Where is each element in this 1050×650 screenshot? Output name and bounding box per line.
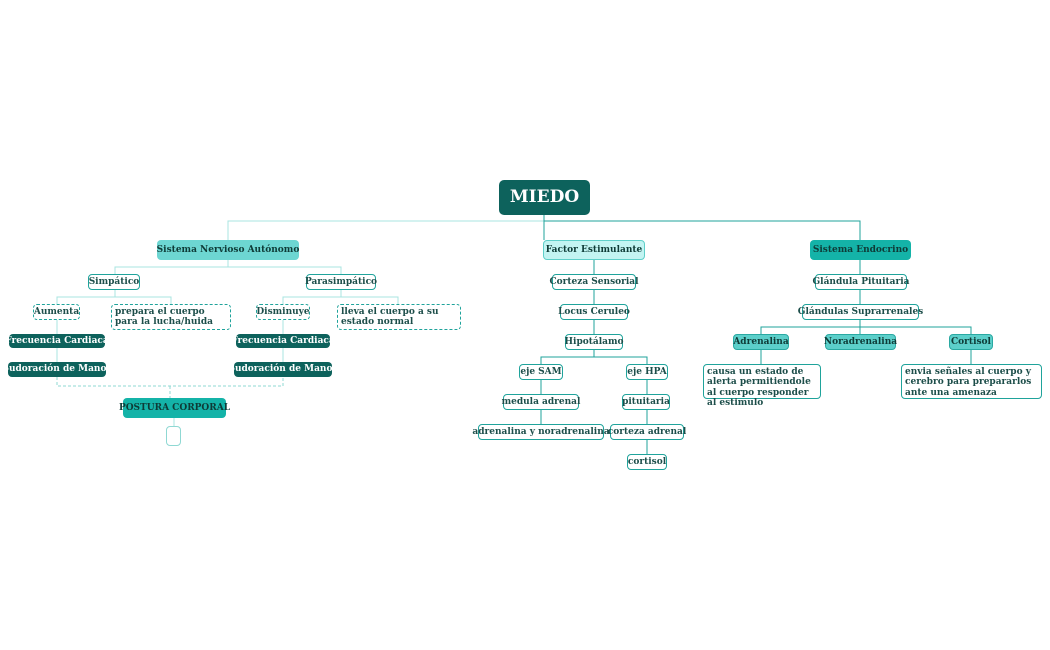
node-adrenalina[interactable]: Adrenalina [733, 334, 789, 350]
node-noradrenalina[interactable]: Noradrenalina [824, 334, 897, 350]
node-factor-estimulante[interactable]: Factor Estimulante [543, 240, 645, 260]
node-cortisol-desc[interactable]: envia señales al cuerpo y cerebro para p… [901, 364, 1042, 399]
node-adrenalina-noradrenalina[interactable]: adrenalina y noradrenalina [472, 424, 610, 440]
node-simpatico[interactable]: Simpático [88, 274, 140, 290]
node-pituitaria[interactable]: pituitaria [622, 394, 670, 410]
node-locus-ceruleo[interactable]: Locus Ceruleo [558, 304, 630, 320]
node-empty[interactable] [166, 426, 181, 446]
node-disminuye[interactable]: Disminuye [256, 304, 310, 320]
node-frecuencia-cardiaca-1[interactable]: Frecuencia Cardiaca [5, 334, 109, 348]
node-eje-hpa[interactable]: eje HPA [626, 364, 668, 380]
node-glandula-pituitaria[interactable]: Glándula Pituitaria [813, 274, 910, 290]
node-corteza-sensorial[interactable]: Corteza Sensorial [549, 274, 639, 290]
node-hipotalamo[interactable]: Hipotálamo [565, 334, 624, 350]
node-glandulas-suprarrenales[interactable]: Glándulas Suprarrenales [798, 304, 923, 320]
node-medula-adrenal[interactable]: medula adrenal [502, 394, 580, 410]
node-eje-sam[interactable]: eje SAM [519, 364, 563, 380]
node-corteza-adrenal[interactable]: corteza adrenal [608, 424, 686, 440]
node-sistema-nervioso-autonomo[interactable]: Sistema Nervioso Autónomo [157, 240, 299, 260]
node-postura-corporal[interactable]: POSTURA CORPORAL [119, 398, 230, 418]
node-simpatico-desc[interactable]: prepara el cuerpo para la lucha/huida [111, 304, 231, 330]
root-node[interactable]: MIEDO [499, 180, 590, 215]
node-sudoracion-manos-2[interactable]: Sudoración de Manos [228, 362, 338, 377]
node-aumenta[interactable]: Aumenta [33, 304, 80, 320]
node-cortisol[interactable]: Cortisol [949, 334, 993, 350]
node-sudoracion-manos-1[interactable]: Sudoración de Manos [2, 362, 112, 377]
node-parasimpatico[interactable]: Parasimpático [305, 274, 377, 290]
node-frecuencia-cardiaca-2[interactable]: Frecuencia Cardiaca [231, 334, 335, 348]
node-sistema-endocrino[interactable]: Sistema Endocrino [810, 240, 911, 260]
node-parasimpatico-desc[interactable]: lleva el cuerpo a su estado normal [337, 304, 461, 330]
node-cortisol-hpa[interactable]: cortisol [627, 454, 667, 470]
node-adrenalina-desc[interactable]: causa un estado de alerta permitiendole … [703, 364, 821, 408]
